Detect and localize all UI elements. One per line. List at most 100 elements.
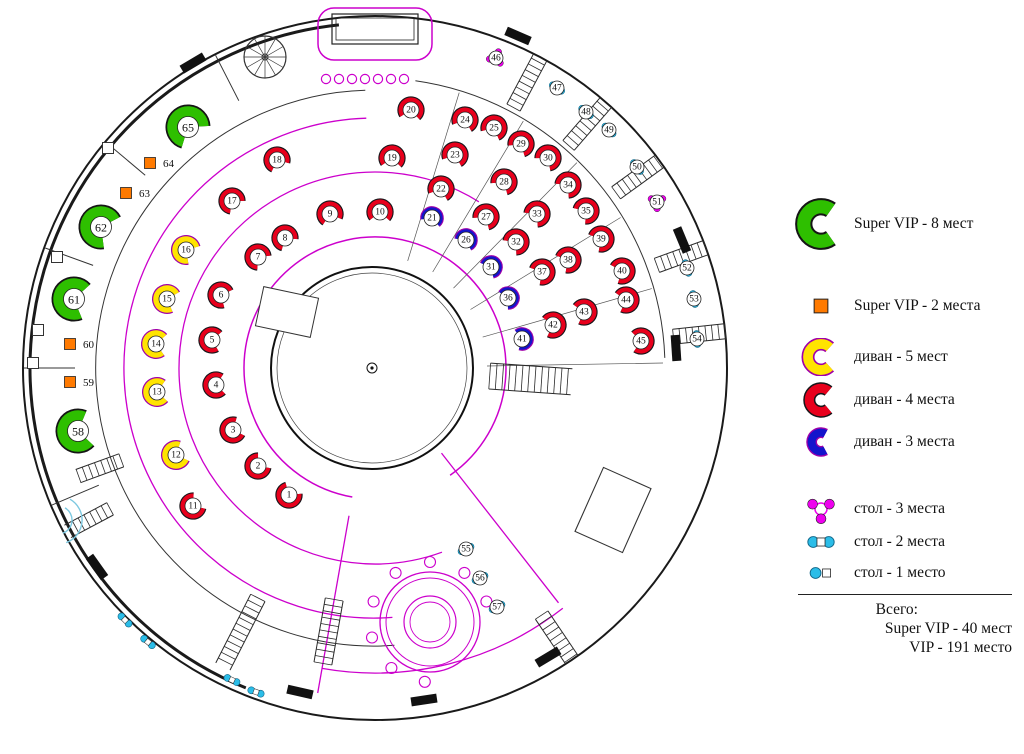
table-32[interactable]: 32 [502, 228, 530, 256]
table-41[interactable]: 41 [513, 327, 534, 351]
table-54[interactable]: 54 [689, 330, 705, 348]
table-31[interactable]: 31 [479, 255, 503, 279]
stairs[interactable] [488, 362, 573, 396]
svg-text:58: 58 [72, 425, 84, 439]
table-28[interactable]: 28 [490, 168, 518, 196]
table-18[interactable]: 18 [263, 146, 291, 173]
table-27[interactable]: 27 [472, 203, 500, 231]
table-47[interactable]: 47 [548, 80, 566, 96]
table-53[interactable]: 53 [686, 290, 702, 308]
table-4[interactable]: 4 [202, 371, 226, 399]
table-55[interactable]: 55 [457, 541, 475, 557]
seat-t2[interactable] [139, 634, 157, 650]
table-7[interactable]: 7 [244, 243, 272, 271]
sofa-4-icon [788, 381, 854, 419]
table-24[interactable]: 24 [451, 106, 479, 132]
svg-text:20: 20 [406, 106, 416, 116]
table-44[interactable]: 44 [614, 286, 640, 314]
legend-item-super-vip-8: Super VIP - 8 мест [788, 198, 973, 250]
legend-item-sofa-4: диван - 4 места [788, 380, 955, 420]
table-38[interactable]: 38 [555, 246, 582, 274]
seat-t2[interactable] [223, 673, 241, 686]
table-57[interactable]: 57 [488, 599, 506, 615]
table-49[interactable]: 49 [600, 122, 617, 139]
table-34[interactable]: 34 [554, 171, 582, 199]
table-26[interactable]: 26 [454, 228, 478, 251]
table-40[interactable]: 40 [610, 257, 636, 285]
table-65[interactable]: 65 [165, 104, 211, 149]
svg-text:1: 1 [287, 491, 292, 501]
table-52[interactable]: 52 [679, 259, 695, 277]
table-48[interactable]: 48 [577, 104, 595, 120]
table-1[interactable]: 1 [275, 481, 303, 509]
svg-text:36: 36 [503, 294, 513, 304]
table-11[interactable]: 11 [179, 492, 207, 520]
table-46[interactable]: 46 [485, 46, 508, 68]
speaker-block [179, 52, 207, 74]
entrance[interactable] [62, 498, 83, 544]
table-13[interactable]: 13 [142, 377, 169, 407]
table-37[interactable]: 37 [529, 258, 556, 286]
table-19[interactable]: 19 [378, 144, 406, 168]
table-9[interactable]: 9 [316, 200, 344, 226]
legend-label: стол - 1 место [854, 564, 946, 581]
table-64[interactable]: 64 [144, 157, 175, 171]
svg-text:11: 11 [188, 502, 197, 512]
legend-label: диван - 5 мест [854, 348, 948, 365]
table-30[interactable]: 30 [534, 144, 562, 172]
table-12[interactable]: 12 [161, 440, 190, 470]
table-58[interactable]: 58 [55, 408, 95, 454]
legend-label: стол - 2 места [854, 533, 946, 550]
table-63[interactable]: 63 [120, 187, 151, 201]
svg-text:63: 63 [139, 188, 151, 200]
table-62[interactable]: 62 [78, 204, 121, 250]
spiral-staircase[interactable] [243, 35, 287, 79]
table-59[interactable]: 59 [64, 376, 95, 390]
seat-t2[interactable] [247, 686, 265, 698]
table-42[interactable]: 42 [542, 311, 567, 339]
table-6[interactable]: 6 [207, 281, 234, 309]
stairs[interactable] [215, 593, 266, 671]
table-10[interactable]: 10 [366, 198, 394, 222]
table-25[interactable]: 25 [480, 114, 508, 141]
stairs[interactable] [506, 53, 548, 112]
table-14[interactable]: 14 [141, 329, 168, 359]
table-50[interactable]: 50 [629, 158, 645, 176]
table-17[interactable]: 17 [218, 187, 246, 215]
platform [254, 286, 320, 338]
table-35[interactable]: 35 [572, 197, 600, 225]
seat-t2[interactable] [117, 612, 134, 629]
table-60[interactable]: 60 [64, 338, 95, 352]
legend-divider [798, 594, 1012, 595]
svg-text:49: 49 [604, 126, 614, 136]
table-2[interactable]: 2 [244, 452, 272, 480]
table-16[interactable]: 16 [171, 235, 201, 265]
table-56[interactable]: 56 [471, 570, 489, 586]
legend-item-sofa-5: диван - 5 мест [788, 337, 948, 377]
table-20[interactable]: 20 [397, 96, 425, 121]
table-5[interactable]: 5 [198, 326, 223, 354]
table-23[interactable]: 23 [441, 141, 469, 167]
svg-text:41: 41 [517, 335, 527, 345]
stage [317, 7, 433, 85]
table-43[interactable]: 43 [572, 298, 598, 326]
table-21[interactable]: 21 [420, 206, 444, 227]
table-15[interactable]: 15 [152, 284, 181, 314]
svg-text:39: 39 [596, 235, 606, 245]
svg-text:52: 52 [682, 264, 692, 274]
svg-text:46: 46 [491, 54, 501, 64]
table-22[interactable]: 22 [427, 175, 455, 201]
table-33[interactable]: 33 [523, 200, 551, 228]
table-8[interactable]: 8 [271, 224, 299, 252]
table-51[interactable]: 51 [647, 189, 670, 213]
table-61[interactable]: 61 [51, 276, 91, 322]
stairs[interactable] [534, 610, 579, 665]
table-29[interactable]: 29 [507, 130, 535, 158]
table-39[interactable]: 39 [588, 225, 615, 253]
stairs[interactable] [75, 453, 125, 484]
table-3[interactable]: 3 [219, 416, 246, 444]
table-45[interactable]: 45 [631, 327, 655, 355]
stairs[interactable] [313, 597, 344, 666]
table-36[interactable]: 36 [498, 286, 520, 310]
